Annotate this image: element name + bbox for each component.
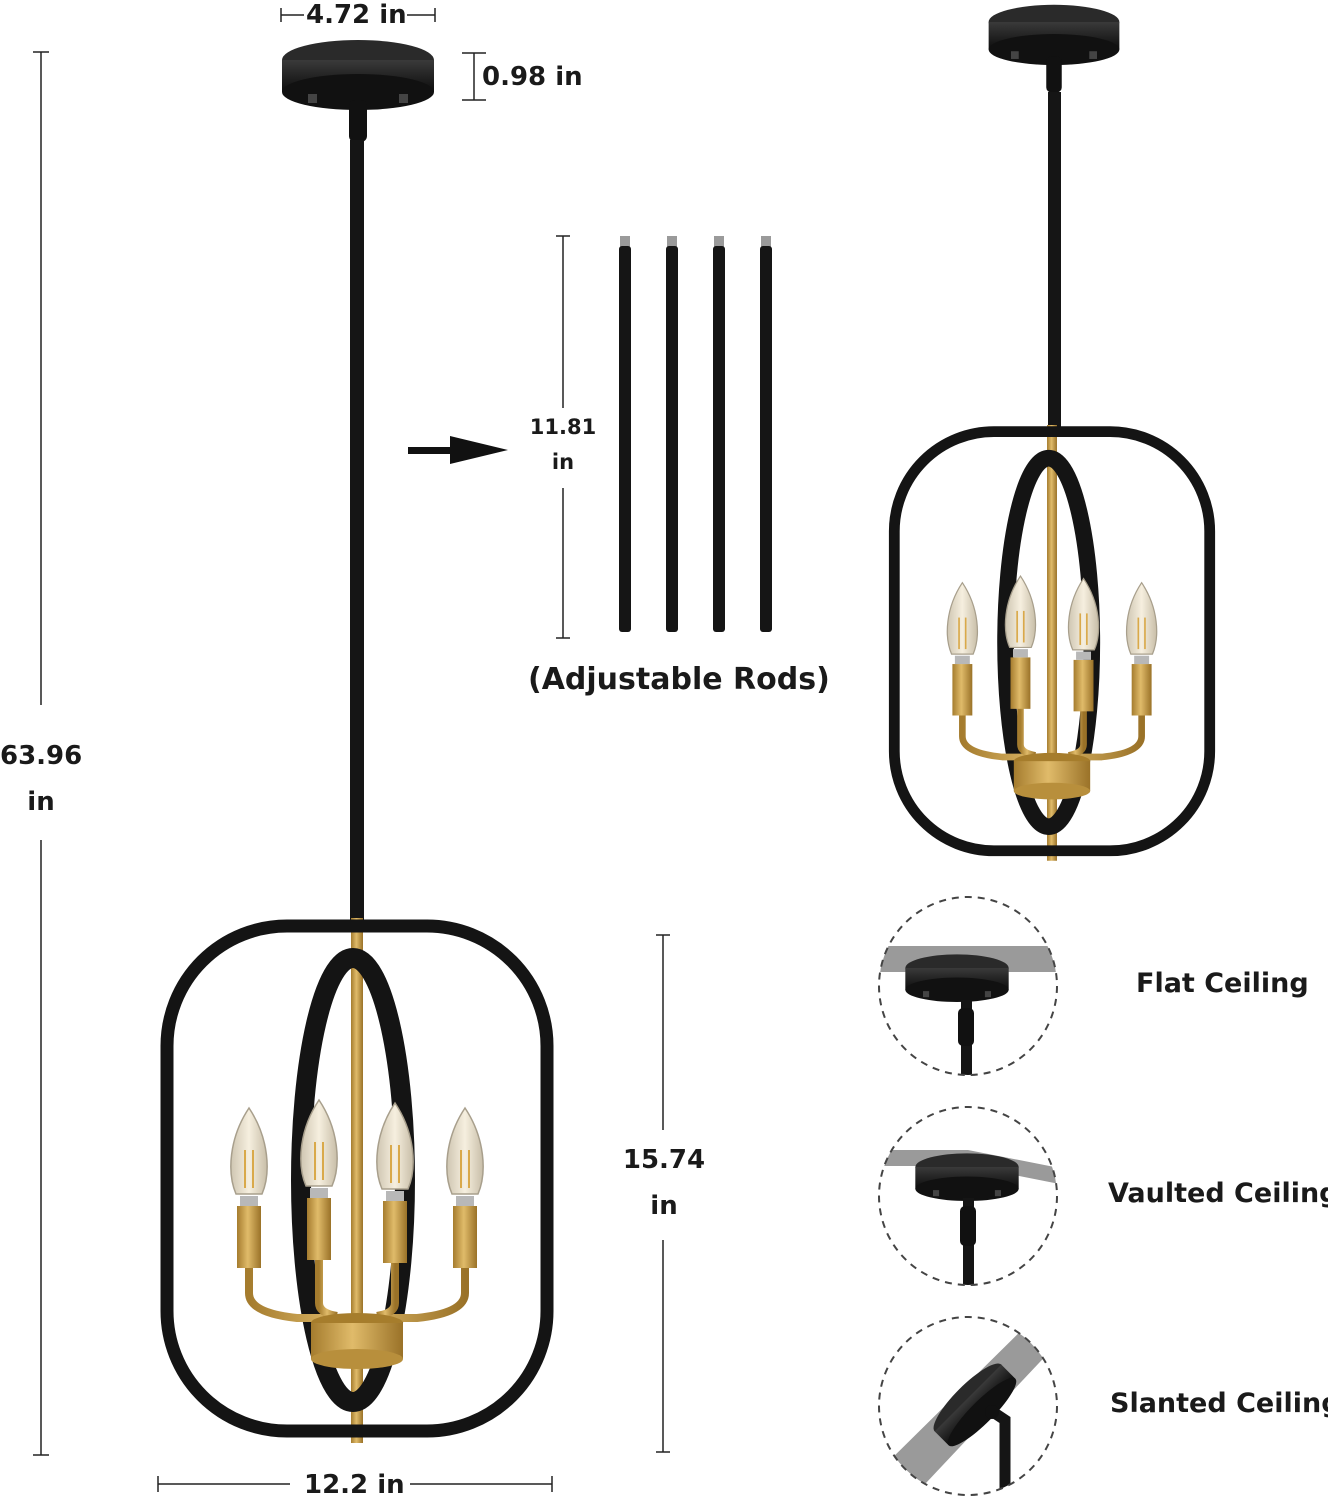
mount-label-vaulted-ceiling: Vaulted Ceiling [1108, 1178, 1328, 1209]
canopy-height-label: 0.98 in [482, 62, 583, 92]
rod-1 [619, 236, 631, 632]
fixture-height-value: 15.74 [622, 1145, 706, 1175]
vaulted-ceiling-diagram [878, 1106, 1058, 1286]
total-height-value: 63.96 [0, 741, 83, 771]
rod-length-value: 11.81 [529, 415, 597, 439]
canopy-width-label: 4.72 in [306, 0, 407, 30]
total-height-label: 63.96 in [0, 743, 82, 815]
fixture-height-unit: in [650, 1191, 678, 1221]
rod-4 [760, 236, 772, 632]
main-rod [350, 140, 364, 922]
dimension-lines [33, 8, 670, 1492]
rod-length-unit: in [551, 450, 575, 474]
canopy-plate [282, 40, 434, 110]
fixture-height-label: 15.74 in [618, 1147, 710, 1219]
main-fixture [167, 40, 547, 1443]
rod-length-label: 11.81 in [526, 417, 600, 473]
arrow-icon [408, 436, 508, 464]
fixture-width-label: 12.2 in [304, 1470, 405, 1500]
swivel-joint [349, 100, 367, 142]
rod-3 [713, 236, 725, 632]
adjustable-rods-caption: (Adjustable Rods) [528, 662, 830, 697]
main-cage [167, 918, 547, 1443]
slanted-ceiling-diagram [878, 1316, 1058, 1496]
product-view-fixture [894, 4, 1209, 861]
total-height-unit: in [27, 787, 55, 817]
adjustable-rods [619, 236, 772, 632]
rod-2 [666, 236, 678, 632]
mount-label-slanted-ceiling: Slanted Ceiling [1110, 1388, 1328, 1419]
mount-label-flat-ceiling: Flat Ceiling [1136, 968, 1309, 999]
flat-ceiling-diagram [878, 896, 1058, 1076]
